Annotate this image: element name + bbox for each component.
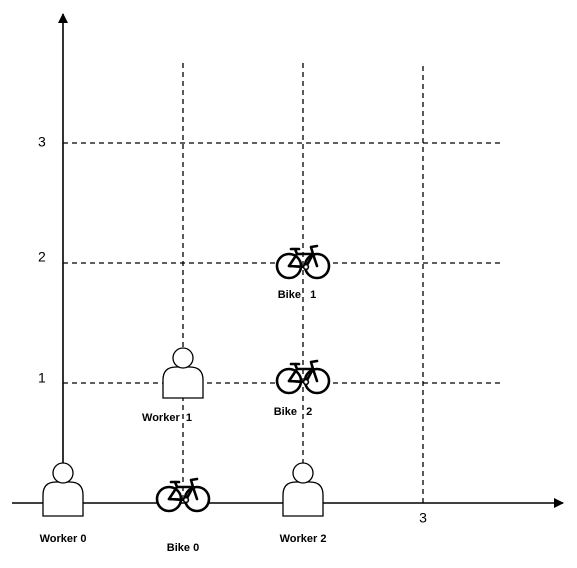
bike-0 bbox=[155, 477, 211, 513]
worker-2-label: Worker 2 bbox=[280, 533, 327, 545]
y-tick-label-3: 3 bbox=[38, 134, 46, 150]
x-tick-label-3: 3 bbox=[419, 510, 427, 526]
bicycle-icon bbox=[155, 477, 211, 513]
person-icon bbox=[162, 347, 204, 399]
y-tick-label-1: 1 bbox=[38, 370, 46, 386]
worker-2 bbox=[282, 462, 324, 517]
bicycle-icon bbox=[275, 359, 331, 395]
y-tick-label-2: 2 bbox=[38, 249, 46, 265]
worker-0 bbox=[42, 462, 84, 517]
bike-1-label: Bike 1 bbox=[278, 289, 317, 301]
bike-2-label: Bike 2 bbox=[274, 406, 313, 418]
person-icon bbox=[42, 462, 84, 517]
worker-1-label: Worker 1 bbox=[142, 412, 192, 424]
bike-2 bbox=[275, 359, 331, 395]
grid-lines bbox=[63, 63, 503, 503]
worker-1 bbox=[162, 347, 204, 399]
bike-0-label: Bike 0 bbox=[167, 542, 199, 554]
worker-0-label: Worker 0 bbox=[40, 533, 87, 545]
bicycle-icon bbox=[275, 244, 331, 280]
person-icon bbox=[282, 462, 324, 517]
bike-1 bbox=[275, 244, 331, 280]
